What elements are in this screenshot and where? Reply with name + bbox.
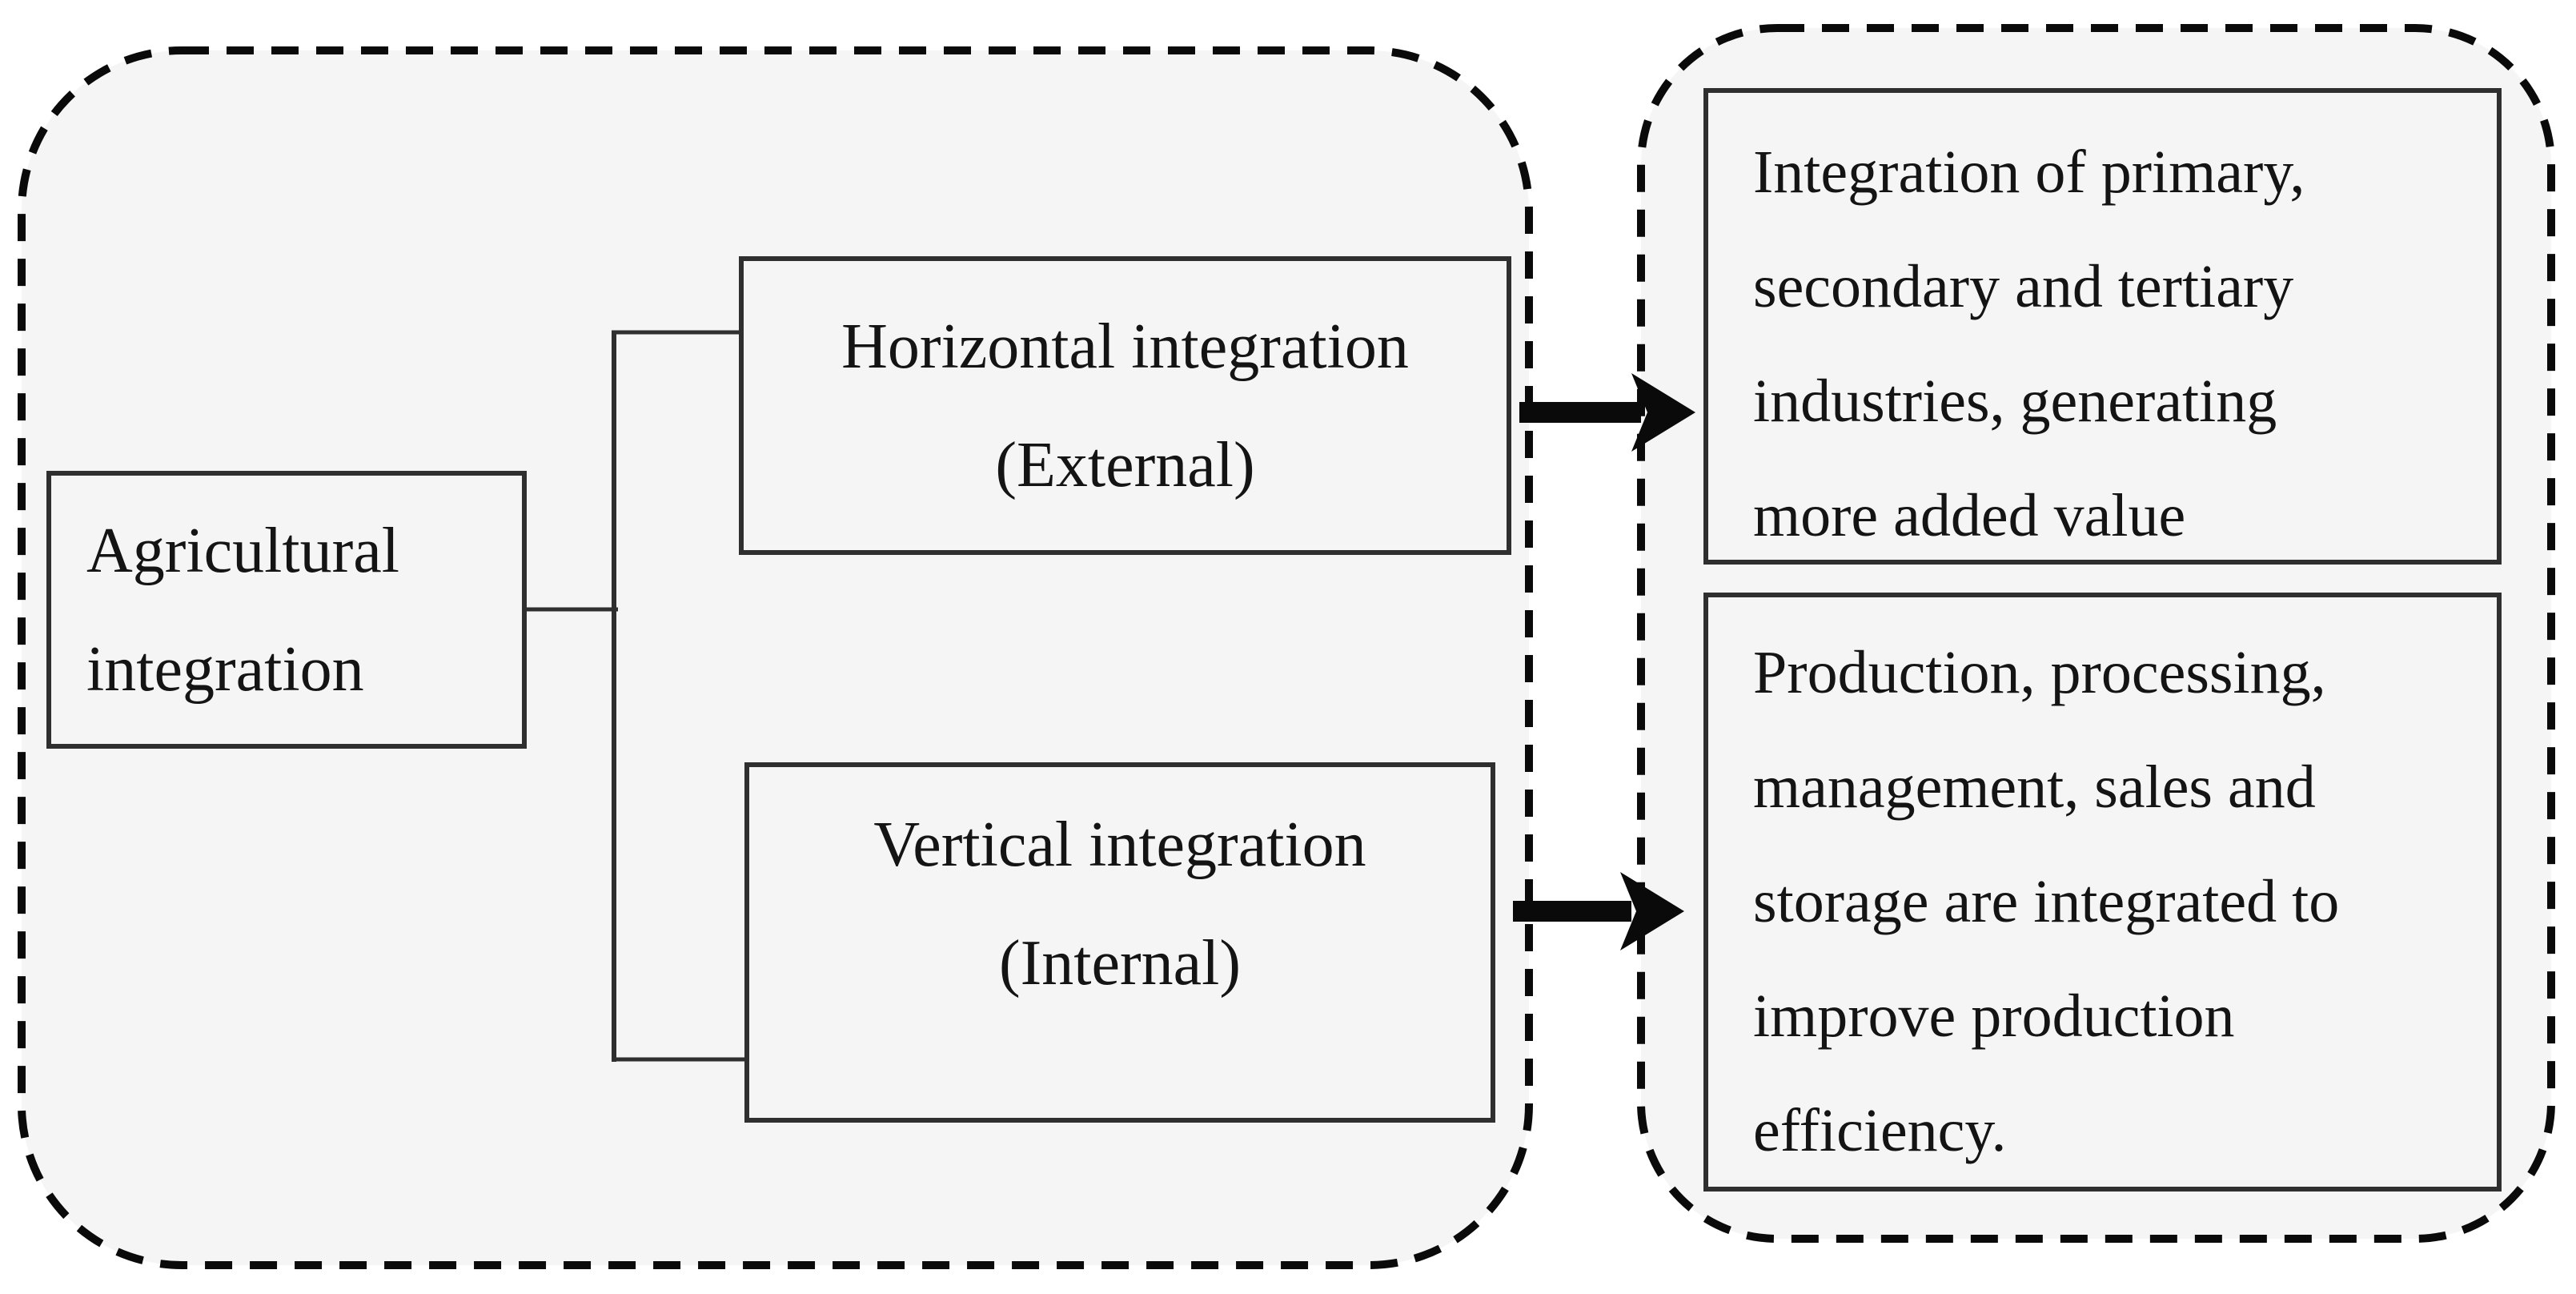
box-line: integration — [86, 633, 364, 705]
box-line: industries, generating — [1753, 367, 2277, 435]
arrow-head — [1631, 373, 1695, 452]
agricultural-integration-box: Agricultural integration — [46, 471, 527, 749]
outcome-box-production: Production, processing, management, sale… — [1703, 593, 2502, 1192]
box-line: improve production — [1753, 982, 2235, 1050]
vertical-integration-box: Vertical integration (Internal) — [744, 762, 1495, 1123]
horizontal-integration-box: Horizontal integration (External) — [739, 256, 1511, 555]
box-line: secondary and tertiary — [1753, 252, 2294, 320]
box-line: (External) — [995, 429, 1255, 500]
box-line: efficiency. — [1753, 1096, 2007, 1164]
arrow-shaft — [1519, 402, 1641, 423]
box-line: storage are integrated to — [1753, 867, 2340, 935]
outcome-box-industries: Integration of primary, secondary and te… — [1703, 88, 2502, 565]
box-line: Horizontal integration — [841, 311, 1409, 382]
box-line: more added value — [1753, 481, 2186, 549]
arrow-right-icon — [1513, 872, 1684, 950]
arrow-head — [1620, 872, 1684, 950]
arrow-right-icon — [1519, 373, 1695, 452]
box-line: (Internal) — [998, 928, 1242, 999]
box-line: Agricultural — [86, 515, 399, 586]
box-line: Vertical integration — [873, 810, 1366, 880]
box-line: management, sales and — [1753, 753, 2316, 821]
box-line: Production, processing, — [1753, 638, 2326, 706]
box-line: Integration of primary, — [1753, 138, 2305, 206]
arrow-shaft — [1513, 901, 1631, 922]
